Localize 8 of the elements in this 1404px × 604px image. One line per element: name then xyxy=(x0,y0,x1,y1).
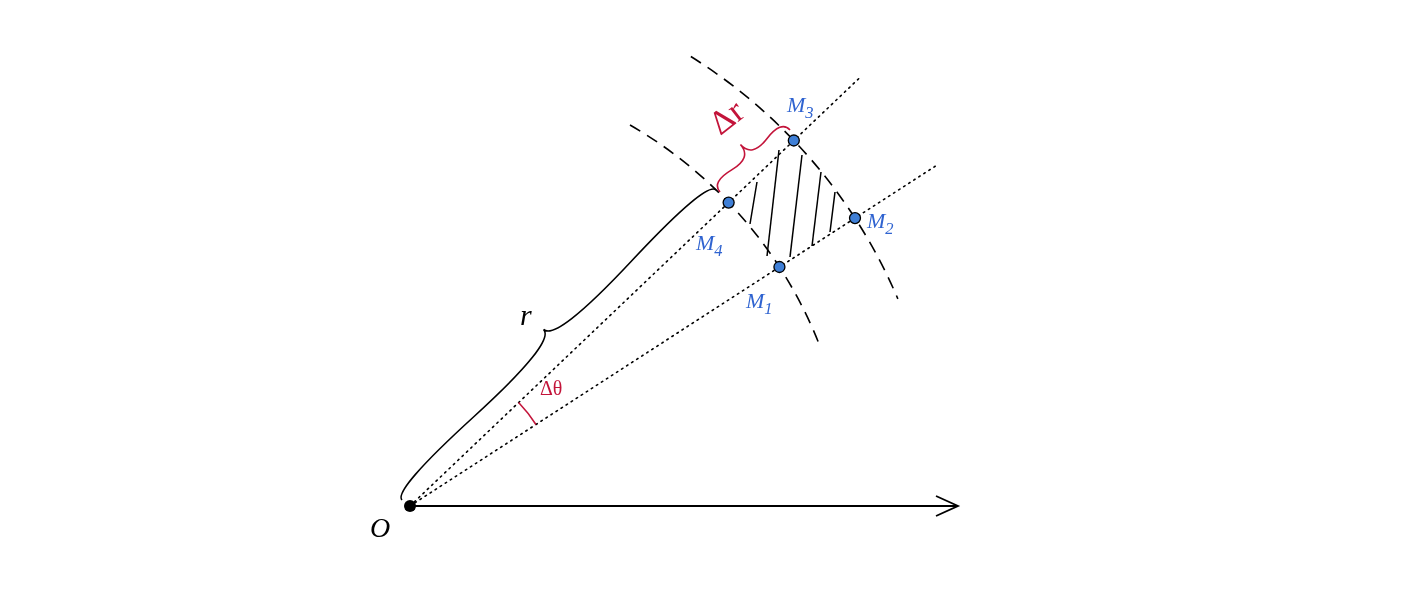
length-label: Δr xyxy=(703,93,751,141)
angle-label: Δθ xyxy=(540,378,563,398)
point-label: M$_{3}$ xyxy=(787,94,814,122)
point-label: M$_{2}$ xyxy=(867,210,894,238)
origin-label: O xyxy=(370,514,391,542)
point-label: M$_{4}$ xyxy=(696,232,723,260)
length-label: r xyxy=(520,300,532,330)
point-label: M$_{1}$ xyxy=(746,290,773,318)
